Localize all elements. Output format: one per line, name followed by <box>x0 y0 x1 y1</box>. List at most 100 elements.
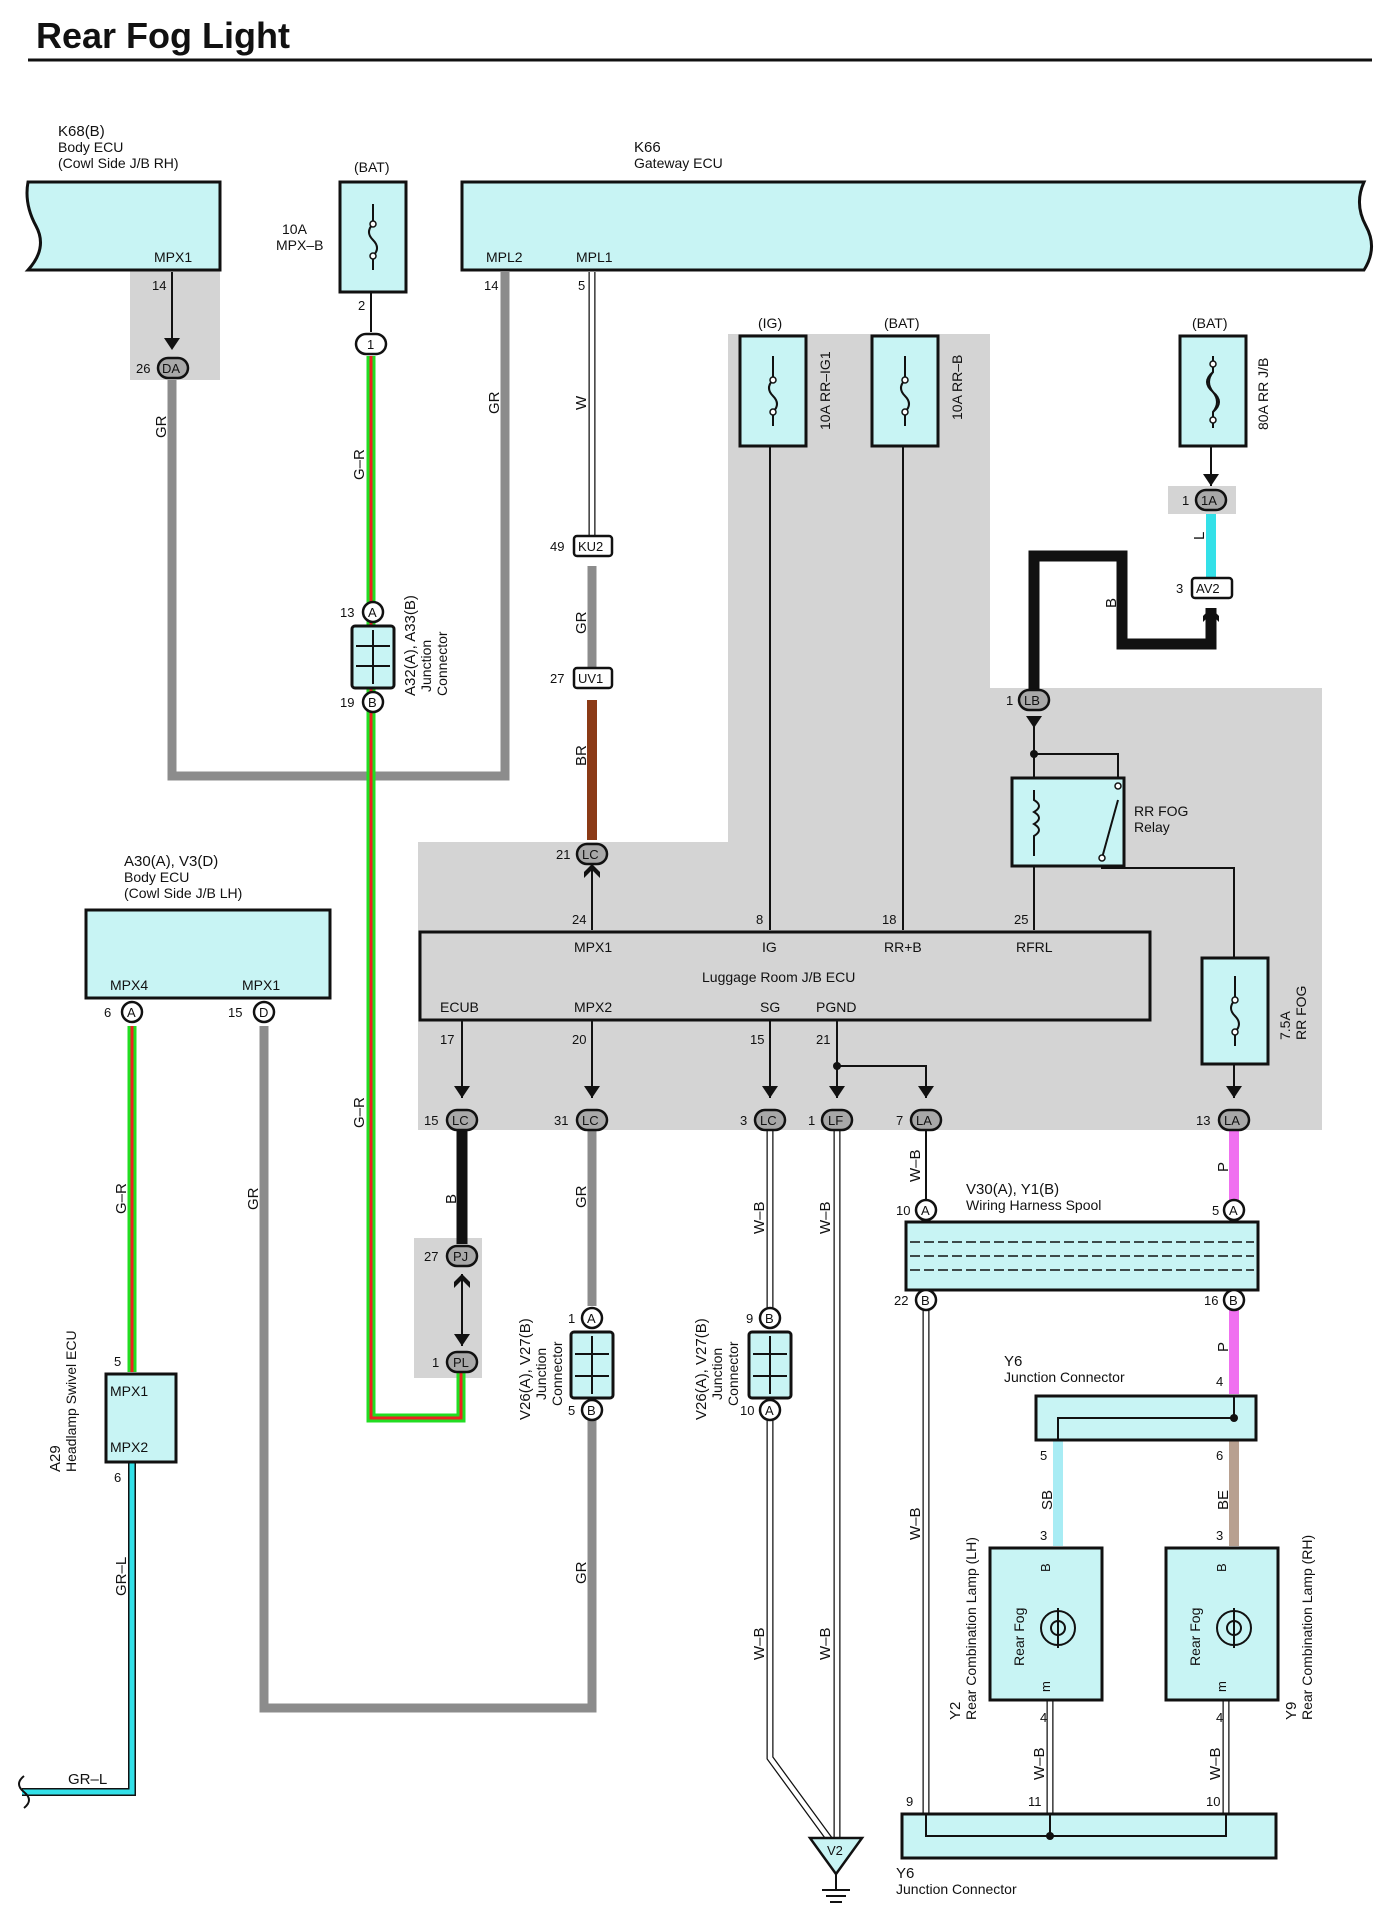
v26b-name1: Junction <box>709 1348 725 1400</box>
ecu-pin-rfrl: RFRL <box>1016 939 1053 955</box>
y6-bot-code: Y6 <box>896 1865 914 1882</box>
label-w-b-4: W–B <box>751 1627 768 1660</box>
a32-name2: Connector <box>434 631 450 696</box>
pj-id: PJ <box>453 1249 468 1264</box>
a32-let-top: A <box>368 605 377 620</box>
v26a-pin-bot: 5 <box>568 1403 575 1418</box>
y6-bot-name: Junction Connector <box>896 1881 1017 1897</box>
y9-lamp-label: Rear Fog <box>1187 1608 1203 1666</box>
k66-num-mpl1: 5 <box>578 278 585 293</box>
k66-code: K66 <box>634 139 661 156</box>
fuse-mpx-b-rating: 10A <box>282 221 308 237</box>
wire-gr-r-inner <box>369 356 463 1420</box>
v26b-name2: Connector <box>725 1341 741 1406</box>
connector-1: 1 <box>354 332 388 356</box>
fuse-mpx-b-pin: 2 <box>358 298 365 313</box>
lc15-num: 15 <box>424 1113 438 1128</box>
a30-num-right: 15 <box>228 1005 242 1020</box>
wire-labels: GR G–R GR W GR BR L B G–R B G–R GR GR W–… <box>68 391 1232 1788</box>
k68-body-ecu: K68(B) Body ECU (Cowl Side J/B RH) MPX1 … <box>24 123 222 293</box>
a30-pin-right: MPX1 <box>242 977 280 993</box>
fuse-80a-name: 80A RR J/B <box>1255 358 1271 430</box>
v26a-let-bot: B <box>587 1403 596 1418</box>
a32-pin-bot: 19 <box>340 695 354 710</box>
ecu-num-20: 20 <box>572 1032 586 1047</box>
a29-name: Headlamp Swivel ECU <box>63 1330 79 1472</box>
label-gr-3: GR <box>573 611 590 634</box>
y9-pin-m: m <box>1214 1681 1229 1692</box>
y2-pin-b: B <box>1038 1563 1053 1572</box>
label-b-1: B <box>1103 598 1120 608</box>
label-gr-l: GR–L <box>68 1771 107 1788</box>
v26a-pin-top: 1 <box>568 1311 575 1326</box>
da-id: DA <box>162 361 180 376</box>
y6-top-p4: 4 <box>1216 1374 1223 1389</box>
wire-gr-v26-a30 <box>259 1026 597 1713</box>
v30-code: V30(A), Y1(B) <box>966 1181 1059 1198</box>
a30-name: Body ECU <box>124 869 189 885</box>
y6-top-p5: 5 <box>1040 1448 1047 1463</box>
label-gr-2: GR <box>486 391 503 414</box>
y6-bot-p11: 11 <box>1028 1794 1042 1809</box>
label-gr-r-a29: GR–L <box>113 1557 130 1596</box>
uv1-id: UV1 <box>578 671 603 686</box>
y6-bot-p9: 9 <box>906 1794 913 1809</box>
page-title: Rear Fog Light <box>36 15 290 56</box>
y2-lamp-label: Rear Fog <box>1011 1608 1027 1666</box>
v30-la: A <box>921 1203 930 1218</box>
y6-top-p6: 6 <box>1216 1448 1223 1463</box>
v26b-pin-bot: 10 <box>740 1403 754 1418</box>
fuse-rrb-name: 10A RR–B <box>949 355 965 420</box>
v26b-code: V26(A), V27(B) <box>693 1318 710 1420</box>
ecu-pin-mpx1: MPX1 <box>574 939 612 955</box>
label-gr-5: GR <box>573 1185 590 1208</box>
relay-name: RR FOG <box>1134 803 1188 819</box>
v26a-name1: Junction <box>533 1348 549 1400</box>
fuse-rr-b: (BAT) 10A RR–B <box>870 315 965 448</box>
ecu-num-17: 17 <box>440 1032 454 1047</box>
lf-num: 1 <box>808 1113 815 1128</box>
v26a-name2: Connector <box>549 1341 565 1406</box>
v30-p22: 22 <box>894 1293 908 1308</box>
relay-name2: Relay <box>1134 819 1170 835</box>
a32-let-bot: B <box>368 695 377 710</box>
a29-headlamp-swivel-ecu: MPX1 MPX2 5 6 A29 Headlamp Swivel ECU <box>47 1330 178 1485</box>
v26b-let-bot: A <box>765 1403 774 1418</box>
connector-ku2: KU2 49 <box>550 534 614 558</box>
lc3-id: LC <box>760 1113 777 1128</box>
la7-id: LA <box>916 1113 932 1128</box>
connector-pills: DA 26 1 KU2 49 UV1 27 LC 21 1A 1 <box>136 332 1251 1374</box>
a30-let-left: A <box>127 1005 136 1020</box>
v26b-pin-top: 9 <box>746 1311 753 1326</box>
lc3-num: 3 <box>740 1113 747 1128</box>
connector-lc31: LC 31 <box>554 1108 609 1132</box>
label-w-b-2: W–B <box>817 1201 834 1234</box>
v30-p10: 10 <box>896 1203 910 1218</box>
label-be: BE <box>1215 1490 1232 1510</box>
y6-junction-connector-top: Y6 Junction Connector 4 5 6 <box>1004 1353 1258 1463</box>
av2-id: AV2 <box>1196 581 1220 596</box>
v30-name: Wiring Harness Spool <box>966 1197 1101 1213</box>
wires <box>22 272 1239 1843</box>
lc15-id: LC <box>452 1113 469 1128</box>
label-gr-r-1: G–R <box>351 449 368 480</box>
v26a-code: V26(A), V27(B) <box>517 1318 534 1420</box>
fuse-mpx-b: (BAT) 10A MPX–B 2 <box>276 159 408 313</box>
a29-num2: 6 <box>114 1470 121 1485</box>
ecu-num-8: 8 <box>756 912 763 927</box>
pj-num: 27 <box>424 1249 438 1264</box>
ecu-pin-sg: SG <box>760 999 780 1015</box>
v26b-let-top: B <box>765 1311 774 1326</box>
wire-w-b-lc3 <box>766 1130 833 1843</box>
ecu-num-24: 24 <box>572 912 586 927</box>
ku2-num: 49 <box>550 539 564 554</box>
fuse-rrb-supply: (BAT) <box>884 315 920 331</box>
k68-code: K68(B) <box>58 123 105 140</box>
y2-code: Y2 <box>947 1702 964 1720</box>
a30-let-right: D <box>259 1005 268 1020</box>
label-w-b-6: W–B <box>907 1507 924 1540</box>
ecu-pin-rrb: RR+B <box>884 939 922 955</box>
v26-junction-connector-b: B A 9 10 V26(A), V27(B) Junction Connect… <box>693 1306 793 1422</box>
label-l: L <box>1191 532 1208 540</box>
fuse-rrfog-name: 7.5A <box>1277 1011 1293 1040</box>
